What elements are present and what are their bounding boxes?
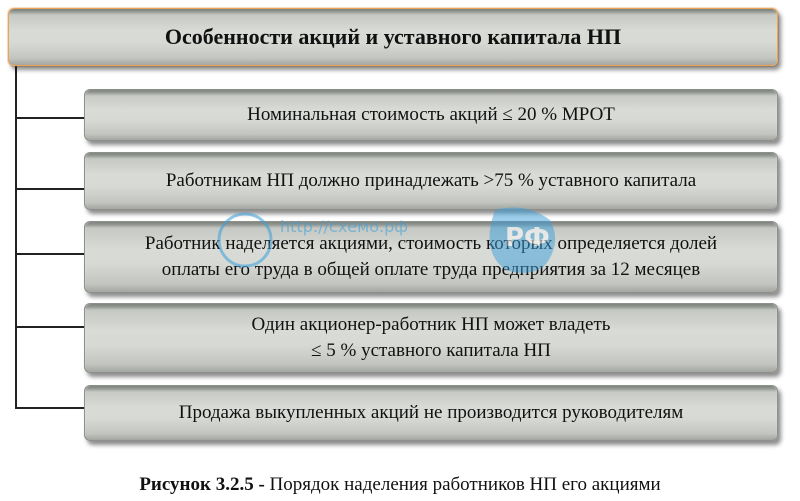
diagram-title: Особенности акций и уставного капитала Н… — [164, 24, 622, 49]
feature-box-share-allocation: Работник наделяется акциями, стоимость к… — [84, 221, 778, 293]
feature-text-line: Работник наделяется акциями, стоимость к… — [144, 233, 718, 254]
connector-branch-4 — [15, 326, 85, 328]
feature-text-line: ≤ 5 % уставного капитала НП — [311, 340, 551, 361]
feature-text-line: оплаты его труда в общей оплате труда пр… — [161, 259, 701, 280]
figure-caption-text: Порядок наделения работников НП его акци… — [264, 474, 661, 495]
figure-caption: Рисунок 3.2.5 - Порядок наделения работн… — [0, 474, 800, 496]
figure-caption-label: Рисунок 3.2.5 - — [139, 474, 265, 495]
feature-box-employee-share: Работникам НП должно принадлежать >75 % … — [84, 152, 778, 210]
feature-text: Номинальная стоимость акций ≤ 20 % МРОТ — [247, 104, 615, 125]
feature-text: Один акционер-работник НП может владеть … — [252, 312, 611, 364]
feature-text: Работник наделяется акциями, стоимость к… — [145, 231, 717, 283]
connector-trunk — [15, 66, 17, 408]
feature-text: Продажа выкупленных акций не производитс… — [178, 402, 684, 423]
diagram-title-box: Особенности акций и уставного капитала Н… — [8, 8, 778, 66]
connector-branch-1 — [15, 117, 85, 119]
feature-box-sale-restriction: Продажа выкупленных акций не производитс… — [84, 385, 778, 441]
connector-branch-2 — [15, 188, 85, 190]
feature-box-nominal-value: Номинальная стоимость акций ≤ 20 % МРОТ — [84, 89, 778, 141]
feature-text: Работникам НП должно принадлежать >75 % … — [165, 170, 697, 191]
connector-branch-3 — [15, 253, 85, 255]
feature-text-line: Один акционер-работник НП может владеть — [251, 314, 611, 335]
feature-box-ownership-limit: Один акционер-работник НП может владеть … — [84, 303, 778, 373]
connector-branch-5 — [15, 407, 85, 409]
